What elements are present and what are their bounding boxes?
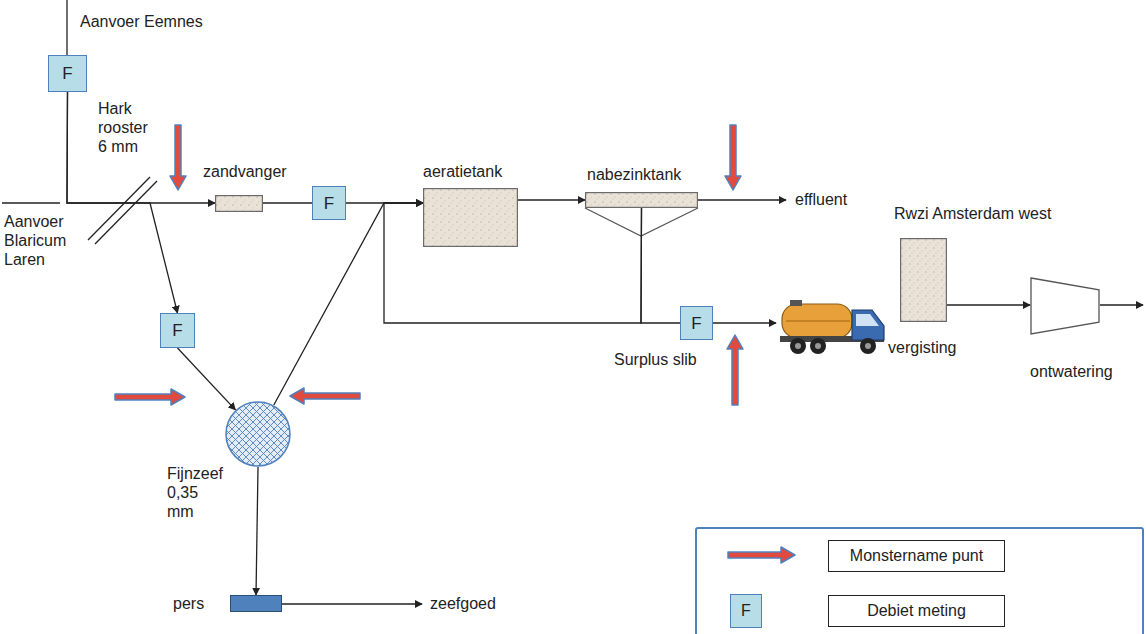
node-label: pers <box>173 594 204 613</box>
tank-shape <box>586 193 698 208</box>
flow-meter: F <box>680 306 713 340</box>
node-label: aeratietank <box>423 162 502 181</box>
dewatering: ontwatering <box>1030 277 1100 335</box>
node-label: vergisting <box>888 338 956 357</box>
press: pers <box>230 595 282 612</box>
flow-connector <box>641 208 680 323</box>
sampling-arrow <box>290 388 360 404</box>
node-label: Fijnzeef 0,35 mm <box>167 464 229 521</box>
node-text: F <box>324 194 334 213</box>
inflow-label: Aanvoer Blaricum Laren <box>4 212 76 269</box>
flow-connector <box>947 304 1030 305</box>
tank-shape <box>216 196 263 212</box>
sampling-arrow <box>115 125 795 563</box>
sampling-arrow <box>170 125 186 190</box>
tank-shape <box>900 238 947 322</box>
legend-sample-text: F <box>730 601 762 620</box>
node-label: Rwzi Amsterdam west <box>894 204 1051 223</box>
node-text: F <box>691 314 701 333</box>
rake-screen <box>95 181 157 244</box>
outflow-line <box>1100 304 1143 305</box>
flow-connector <box>178 348 236 410</box>
rake-screen <box>88 177 150 240</box>
grit-chamber: zandvanger <box>215 195 263 212</box>
settling-tank: nabezinktank <box>585 192 698 208</box>
flow-meter: F <box>48 55 87 92</box>
sampling-arrow <box>727 335 743 405</box>
aeration-tank: aeratietank <box>423 188 518 247</box>
tanker-truck <box>780 300 884 354</box>
flow-label: Surplus slib <box>614 350 697 369</box>
flow-meter: F <box>312 186 346 220</box>
screen-shape <box>225 401 291 467</box>
tank-shape <box>901 239 947 322</box>
flow-connector <box>67 92 178 313</box>
flow-connector <box>67 92 215 203</box>
tank-shape <box>423 188 518 247</box>
flow-connector <box>274 203 423 405</box>
node-label: zandvanger <box>203 162 287 181</box>
node-text: F <box>62 64 72 83</box>
node-text: F <box>172 321 182 340</box>
inflow-line <box>2 202 60 203</box>
flow-connector <box>263 202 312 203</box>
outflow-label: effluent <box>795 190 847 209</box>
dewatering-shape <box>1030 277 1100 335</box>
sampling-arrow <box>725 125 741 190</box>
flow-connector <box>518 199 585 200</box>
inflow-line <box>66 0 67 55</box>
node-label: nabezinktank <box>587 165 681 184</box>
tank-shape <box>585 192 698 208</box>
fine-screen: Fijnzeef 0,35 mm <box>225 401 291 467</box>
inflow-label: Aanvoer Eemnes <box>80 12 203 31</box>
legend-text: Debiet meting <box>828 595 1005 627</box>
output-label: zeefgoed <box>430 594 496 613</box>
sampling-arrow <box>728 547 795 563</box>
node-label: ontwatering <box>1030 362 1113 381</box>
tank-shape <box>215 195 263 212</box>
screenings-line <box>282 603 422 604</box>
tank-shape <box>424 189 518 247</box>
sludge-line <box>713 322 776 323</box>
effluent-line <box>698 199 786 200</box>
flow-meter: F <box>160 313 195 348</box>
screen-shape <box>226 402 290 466</box>
digester: Rwzi Amsterdam westvergisting <box>900 238 947 322</box>
screen-label: Hark rooster 6 mm <box>98 99 160 156</box>
flow-connector <box>256 467 258 595</box>
sampling-arrow <box>115 389 185 405</box>
dewatering-shape <box>1031 278 1099 334</box>
legend-text: Monstername punt <box>828 540 1005 572</box>
